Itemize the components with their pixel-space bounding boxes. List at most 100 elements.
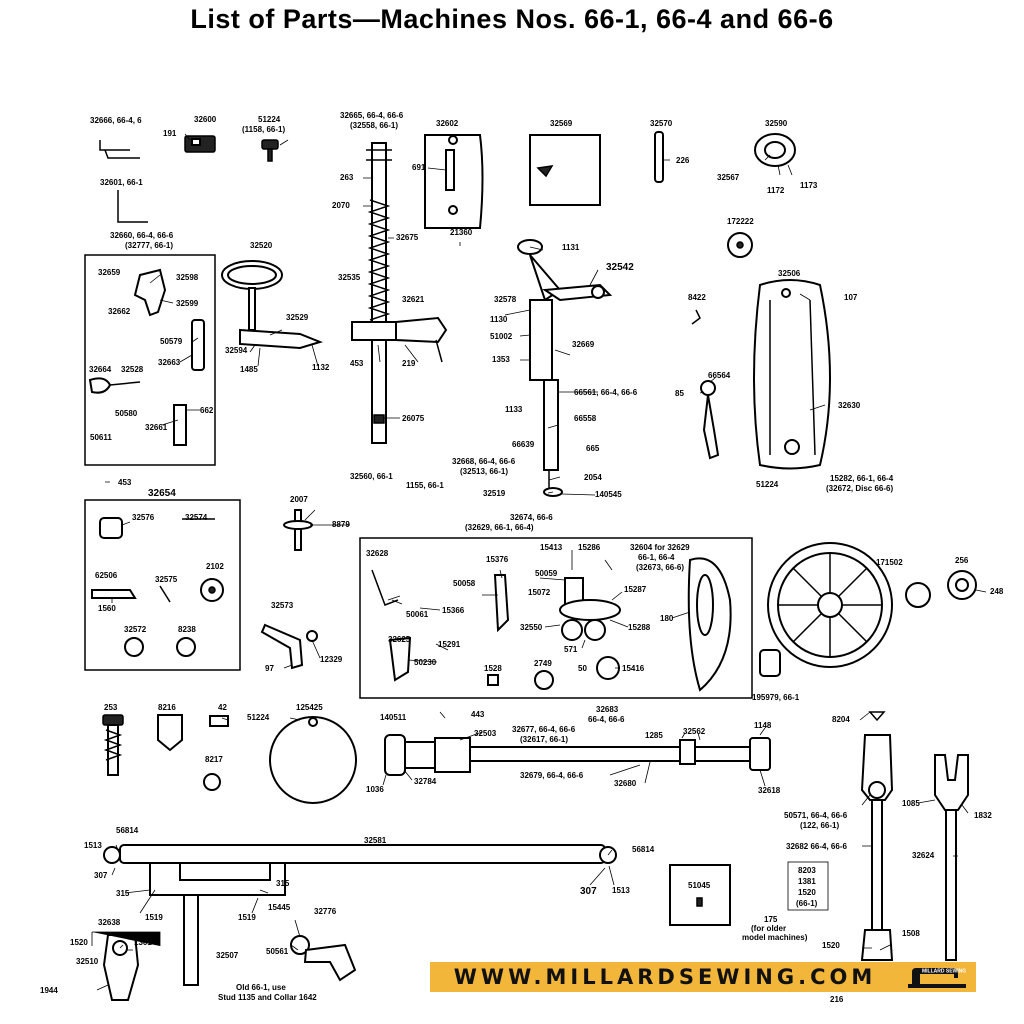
- presser-foot-assembly-32660: [88, 268, 205, 446]
- label-1130: 1130: [490, 315, 508, 324]
- label-32519: 32519: [483, 489, 506, 498]
- bobbin-winder-group-box: [84, 499, 241, 671]
- lever-32573: [260, 623, 318, 670]
- balance-wheel-15282: [767, 542, 893, 668]
- label-8204: 8204: [832, 715, 850, 724]
- label-51002: 51002: [490, 332, 513, 341]
- label-15416: 15416: [622, 664, 645, 673]
- label-453-b: 453: [118, 478, 132, 487]
- label-256: 256: [955, 556, 969, 565]
- label-171502: 171502: [876, 558, 903, 567]
- lever-66564: [700, 380, 720, 460]
- label-1133: 1133: [505, 405, 523, 414]
- label-1519-a: 1519: [145, 913, 163, 922]
- label-1132: 1132: [312, 363, 330, 372]
- label-253: 253: [104, 703, 118, 712]
- label-8238: 8238: [178, 625, 196, 634]
- label-50561: 50561: [266, 947, 289, 956]
- label-8422: 8422: [688, 293, 706, 302]
- label-662: 662: [200, 406, 214, 415]
- label-32574: 32574: [185, 513, 208, 522]
- label-15366: 15366: [442, 606, 465, 615]
- label-1131: 1131: [562, 243, 580, 252]
- callout-box-8203: [787, 861, 829, 911]
- bobbin-winder-32654: [91, 517, 224, 657]
- banner-url[interactable]: WWW.MILLARDSEWING.COM: [453, 965, 877, 989]
- label-32666: 32666, 66-4, 6: [90, 116, 142, 125]
- label-1832: 1832: [974, 811, 992, 820]
- label-32663: 32663: [158, 358, 181, 367]
- label-8879: 8879: [332, 520, 350, 529]
- label-50571-sub: (122, 66-1): [800, 821, 839, 830]
- take-up-lever-32542: [517, 239, 613, 497]
- label-1381: 1381: [798, 877, 816, 886]
- label-107: 107: [844, 293, 858, 302]
- label-32784: 32784: [414, 777, 437, 786]
- knob-256: [947, 570, 977, 600]
- throat-plate-32602: [424, 134, 484, 229]
- label-26075: 26075: [402, 414, 425, 423]
- label-1519-b: 1519: [238, 913, 256, 922]
- label-175-sub1: (for older: [751, 924, 786, 933]
- label-307-b: 307: [580, 886, 597, 897]
- label-1520-a: 1520: [70, 938, 88, 947]
- label-315-a: 315: [116, 889, 130, 898]
- label-32507: 32507: [216, 951, 239, 960]
- note-stud-collar: Stud 1135 and Collar 1642: [218, 993, 317, 1002]
- label-32520: 32520: [250, 241, 273, 250]
- label-32599: 32599: [176, 299, 199, 308]
- label-32503: 32503: [474, 729, 497, 738]
- label-15282: 15282, 66-1, 66-4: [830, 474, 894, 483]
- label-1528: 1528: [484, 664, 502, 673]
- label-2070: 2070: [332, 201, 350, 210]
- label-66558: 66558: [574, 414, 597, 423]
- label-307-a: 307: [94, 871, 108, 880]
- label-32600: 32600: [194, 115, 217, 124]
- label-32680: 32680: [614, 779, 637, 788]
- label-32510: 32510: [76, 957, 99, 966]
- label-21360: 21360: [450, 228, 473, 237]
- presser-foot-32666: [99, 140, 140, 159]
- label-32662: 32662: [108, 307, 131, 316]
- label-32654: 32654: [148, 488, 176, 499]
- label-32618: 32618: [758, 786, 781, 795]
- label-32601: 32601, 66-1: [100, 178, 143, 187]
- label-32679: 32679, 66-4, 66-6: [520, 771, 584, 780]
- label-15286: 15286: [578, 543, 601, 552]
- label-453-a: 453: [350, 359, 364, 368]
- label-32550: 32550: [520, 623, 543, 632]
- label-32625: 32625: [388, 635, 411, 644]
- label-32590: 32590: [765, 119, 788, 128]
- label-56814-b: 56814: [632, 845, 655, 854]
- label-1485: 1485: [240, 365, 258, 374]
- label-32660: 32660, 66-4, 66-6: [110, 231, 174, 240]
- label-1560: 1560: [98, 604, 116, 613]
- label-32575: 32575: [155, 575, 178, 584]
- label-32621: 32621: [402, 295, 425, 304]
- label-85: 85: [675, 389, 684, 398]
- label-32677: 32677, 66-4, 66-6: [512, 725, 576, 734]
- face-plate-32506: [753, 279, 831, 470]
- crank-32776: [290, 935, 357, 982]
- disc-125425: [269, 716, 357, 804]
- bobbin-172222: [727, 232, 753, 258]
- label-1353: 1353: [492, 355, 510, 364]
- label-32528: 32528: [121, 365, 144, 374]
- label-32683: 32683: [596, 705, 619, 714]
- label-32677-sub: (32617, 66-1): [520, 735, 568, 744]
- label-15287: 15287: [624, 585, 647, 594]
- label-15413: 15413: [540, 543, 563, 552]
- label-51045: 51045: [688, 881, 711, 890]
- website-banner[interactable]: WWW.MILLARDSEWING.COM MILLARD SEWING: [430, 962, 976, 992]
- label-50058: 50058: [453, 579, 476, 588]
- label-32604: 32604 for 32629: [630, 543, 690, 552]
- label-1513-a: 1513: [84, 841, 102, 850]
- label-50230: 50230: [414, 658, 437, 667]
- label-32665: 32665, 66-4, 66-6: [340, 111, 404, 120]
- label-50061: 50061: [406, 610, 429, 619]
- label-2102: 2102: [206, 562, 224, 571]
- label-50059: 50059: [535, 569, 558, 578]
- label-32535: 32535: [338, 273, 361, 282]
- label-32638: 32638: [98, 918, 121, 927]
